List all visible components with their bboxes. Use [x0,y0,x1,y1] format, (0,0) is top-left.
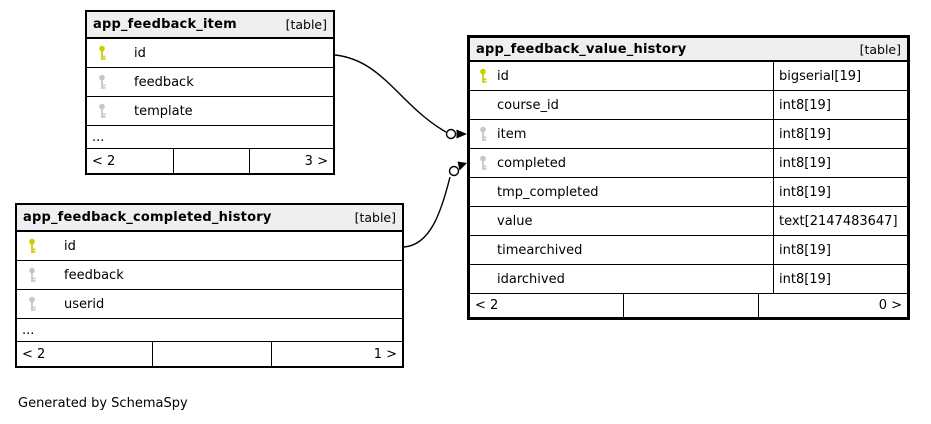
related-children-count: 3 > [249,149,333,173]
foreign-key-icon [27,267,37,283]
column-row-tmp-completed: tmp_completed int8[19] [470,178,907,207]
column-row-feedback: feedback [87,68,333,97]
column-type: bigserial[19] [773,62,907,90]
relationship-line-completed [403,161,467,248]
relationship-line-item [334,54,467,140]
column-row-item: item int8[19] [470,120,907,149]
column-row-id: id [17,232,402,261]
schemaspy-credit: Generated by SchemaSpy [18,396,188,411]
column-row-id: id bigserial[19] [470,62,907,91]
related-parents-count: < 2 [92,153,116,169]
column-row-timearchived: timearchived int8[19] [470,236,907,265]
column-row-value: value text[2147483647] [470,207,907,236]
related-children-count: 1 > [271,342,402,366]
column-name: template [134,103,193,119]
column-name: id [134,45,146,61]
hidden-columns-ellipsis: ... [17,319,402,342]
zero-or-one-circle [448,165,460,177]
column-name: idarchived [497,271,565,287]
table-header: app_feedback_completed_history [table] [17,205,402,232]
table-footer: < 2 0 > [470,294,907,317]
column-row-feedback: feedback [17,261,402,290]
table-badge: [table] [354,210,396,225]
foreign-key-icon [478,126,488,142]
table-name[interactable]: app_feedback_completed_history [23,210,272,225]
column-type: text[2147483647] [773,207,907,235]
column-row-userid: userid [17,290,402,319]
table-app-feedback-value-history[interactable]: app_feedback_value_history [table] id bi… [467,35,910,320]
column-row-idarchived: idarchived int8[19] [470,265,907,294]
related-children-count: 0 > [758,294,907,317]
column-type: int8[19] [773,91,907,119]
column-type: int8[19] [773,265,907,293]
arrowhead-icon [457,161,467,171]
column-type: int8[19] [773,178,907,206]
footer-spacer [173,149,249,173]
primary-key-icon [478,68,488,84]
table-name[interactable]: app_feedback_value_history [476,41,687,57]
table-footer: < 2 3 > [87,149,333,173]
column-row-course-id: course_id int8[19] [470,91,907,120]
column-type: int8[19] [773,236,907,264]
foreign-key-icon [27,296,37,312]
foreign-key-icon [478,155,488,171]
column-name: timearchived [497,242,583,258]
foreign-key-icon [97,103,107,119]
foreign-key-icon [97,74,107,90]
related-parents-count: < 2 [475,298,499,313]
table-app-feedback-completed-history[interactable]: app_feedback_completed_history [table] i… [15,203,404,368]
zero-or-one-circle [445,128,457,140]
column-name: feedback [134,74,194,90]
table-name[interactable]: app_feedback_item [93,17,237,32]
column-row-completed: completed int8[19] [470,149,907,178]
column-name: feedback [64,267,124,283]
column-name: value [497,213,533,229]
table-badge: [table] [859,41,901,57]
hidden-columns-ellipsis: ... [87,126,333,149]
column-name: tmp_completed [497,184,599,200]
column-name: id [64,238,76,254]
column-name: item [497,126,527,142]
column-name: completed [497,155,566,171]
column-type: int8[19] [773,149,907,177]
column-row-id: id [87,39,333,68]
primary-key-icon [27,238,37,254]
footer-spacer [151,342,271,366]
footer-spacer [622,294,758,317]
related-parents-count: < 2 [22,346,46,362]
table-header: app_feedback_item [table] [87,12,333,39]
column-name: course_id [497,97,559,113]
table-header: app_feedback_value_history [table] [470,38,907,62]
table-app-feedback-item[interactable]: app_feedback_item [table] id feedback te… [85,10,335,175]
column-type: int8[19] [773,120,907,148]
arrowhead-icon [456,129,467,139]
table-footer: < 2 1 > [17,342,402,366]
column-name: userid [64,296,105,312]
column-name: id [497,68,509,84]
table-badge: [table] [285,17,327,32]
column-row-template: template [87,97,333,126]
primary-key-icon [97,45,107,61]
